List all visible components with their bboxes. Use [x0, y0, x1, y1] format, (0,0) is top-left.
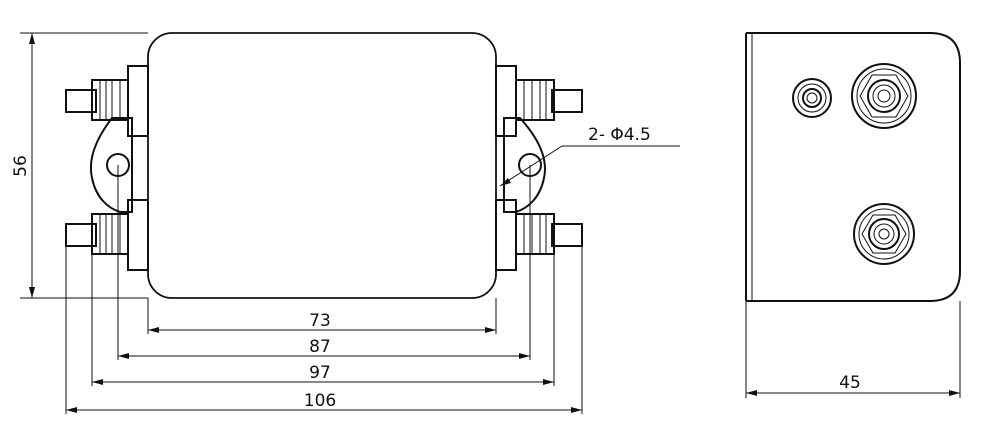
bracket-span-dimension	[92, 379, 554, 385]
side-view: 45	[745, 32, 961, 398]
overall-length-dimension	[66, 407, 582, 413]
mount-spacing-dimension	[148, 327, 496, 333]
right-lower-end-cap	[495, 199, 517, 271]
extension-lines	[65, 165, 583, 414]
mount-spacing-label: 73	[309, 311, 331, 331]
front-view: 56 73 87	[11, 32, 680, 414]
hole-span-label: 87	[309, 337, 331, 357]
height-dimension-label: 56	[11, 155, 31, 177]
depth-dimension	[745, 301, 961, 398]
mount-hole-callout	[499, 145, 680, 187]
hole-span-dimension	[118, 353, 530, 359]
depth-dimension-label: 45	[839, 373, 861, 393]
overall-length-label: 106	[304, 391, 336, 411]
filter-body	[147, 32, 497, 299]
left-upper-terminal	[65, 79, 129, 121]
right-mounting-flange	[503, 117, 546, 213]
left-lower-terminal	[65, 213, 129, 255]
small-terminal	[792, 78, 832, 118]
left-mounting-flange	[89, 117, 133, 213]
side-view-outline	[746, 32, 961, 302]
right-upper-end-cap	[495, 65, 517, 137]
mount-hole-callout-label: 2- Φ4.5	[588, 125, 651, 145]
height-dimension	[20, 32, 148, 299]
right-upper-terminal	[515, 79, 583, 121]
bracket-span-label: 97	[309, 363, 331, 383]
right-lower-terminal	[515, 213, 583, 255]
large-lower-terminal	[853, 203, 915, 265]
large-upper-terminal	[851, 63, 917, 129]
